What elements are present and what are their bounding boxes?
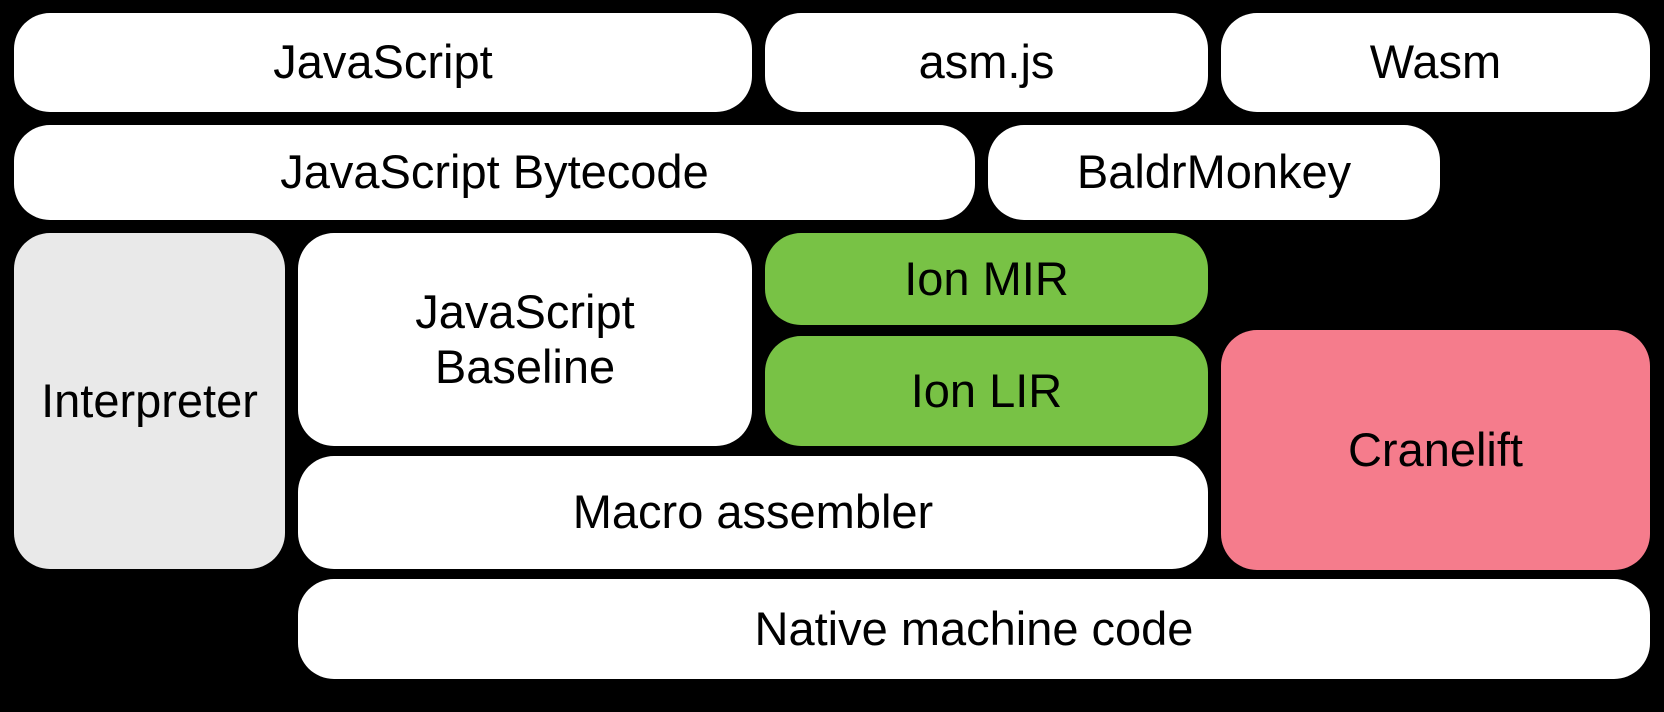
box-javascript-bytecode-label: JavaScript Bytecode (280, 145, 709, 198)
box-interpreter: Interpreter (14, 233, 285, 569)
box-wasm: Wasm (1221, 13, 1650, 112)
box-baldrmonkey: BaldrMonkey (988, 125, 1440, 220)
box-wasm-label: Wasm (1369, 35, 1502, 88)
box-asm-js-label: asm.js (918, 35, 1055, 88)
box-baldrmonkey-label: BaldrMonkey (1076, 145, 1352, 198)
box-native-machine-code-label: Native machine code (754, 601, 1194, 655)
box-ion-lir-label: Ion LIR (910, 363, 1063, 417)
box-javascript-label: JavaScript (273, 35, 493, 88)
box-asm-js: asm.js (765, 13, 1208, 112)
box-javascript: JavaScript (14, 13, 752, 112)
box-javascript-bytecode: JavaScript Bytecode (14, 125, 975, 220)
box-cranelift: Cranelift (1221, 330, 1650, 570)
box-macro-assembler: Macro assembler (298, 456, 1208, 569)
box-native-machine-code: Native machine code (298, 579, 1650, 679)
box-macro-assembler-label: Macro assembler (572, 485, 934, 538)
box-javascript-baseline: JavaScript Baseline (298, 233, 752, 446)
box-javascript-baseline-label: JavaScript Baseline (415, 284, 635, 393)
box-cranelift-label: Cranelift (1347, 422, 1523, 476)
box-ion-mir-label: Ion MIR (904, 251, 1069, 305)
box-ion-lir: Ion LIR (765, 336, 1208, 446)
box-ion-mir: Ion MIR (765, 233, 1208, 325)
box-interpreter-label: Interpreter (41, 373, 258, 427)
